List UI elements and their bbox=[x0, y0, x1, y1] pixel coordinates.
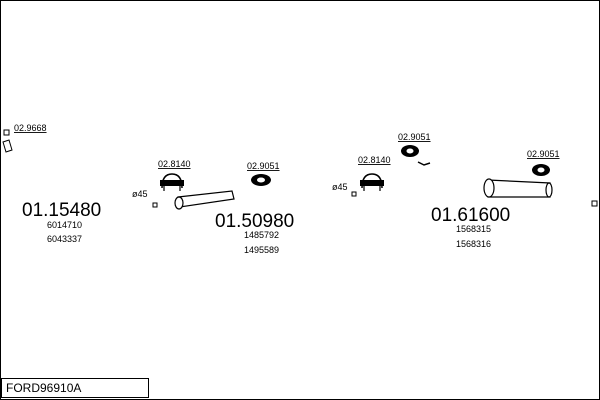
rubber-hanger-icon bbox=[532, 164, 550, 176]
middle-silencer bbox=[174, 190, 235, 210]
hanger-code-label: 02.9051 bbox=[247, 161, 280, 171]
oe-reference: 1485792 bbox=[244, 230, 279, 240]
title-box: FORD96910A bbox=[1, 378, 149, 398]
part-number: 01.50980 bbox=[215, 211, 294, 232]
clamp-code-label: 02.8140 bbox=[358, 155, 391, 165]
part-number: 01.61600 bbox=[431, 205, 510, 226]
clamp-code-label: 02.9668 bbox=[14, 123, 47, 133]
diameter-label: ø45 bbox=[332, 182, 348, 192]
hanger-code-label: 02.9051 bbox=[398, 132, 431, 142]
pipe-end-fitting bbox=[351, 191, 357, 197]
part-number: 01.15480 bbox=[22, 200, 101, 221]
u-bolt-clamp-icon bbox=[160, 173, 184, 191]
oe-reference: 6014710 bbox=[47, 220, 82, 230]
oe-reference: 6043337 bbox=[47, 234, 82, 244]
oe-reference: 1568316 bbox=[456, 239, 491, 249]
gasket-ring-icon bbox=[3, 129, 10, 136]
clamp-code-label: 02.8140 bbox=[158, 159, 191, 169]
center-pipe-section: 02.8140 02.9051 ø45 01.50980 1485792 149… bbox=[158, 159, 357, 255]
rear-section: 02.8140 02.9051 02.9051 01.61600 1568315… bbox=[356, 132, 598, 249]
oe-reference: 1568315 bbox=[456, 224, 491, 234]
pipe-end-fitting bbox=[152, 202, 158, 208]
rubber-hanger-icon bbox=[251, 174, 271, 186]
rear-silencer bbox=[483, 178, 553, 198]
tailpipe-end bbox=[591, 200, 598, 207]
rubber-hanger-icon bbox=[401, 145, 419, 157]
diameter-label: ø45 bbox=[132, 189, 148, 199]
u-bolt-clamp-icon bbox=[360, 173, 384, 191]
front-pipe bbox=[2, 139, 152, 208]
rear-pipe bbox=[356, 170, 598, 208]
hanger-hook bbox=[417, 161, 431, 166]
front-pipe-section: 02.9668 ø45 01.15480 6014710 6043337 bbox=[2, 123, 158, 244]
oe-reference: 1495589 bbox=[244, 245, 279, 255]
kit-title: FORD96910A bbox=[6, 381, 82, 395]
hanger-code-label: 02.9051 bbox=[527, 149, 560, 159]
